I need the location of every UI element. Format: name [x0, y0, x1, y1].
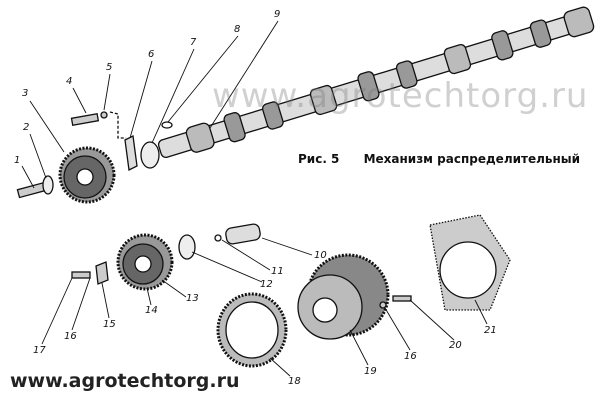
part-label: 12: [260, 279, 273, 290]
thrust-washer: [140, 141, 160, 169]
part-label: 16: [64, 331, 77, 342]
lock-plate: [95, 261, 109, 285]
thrust-washer: [178, 234, 196, 260]
footer-url: www.agrotechtorg.ru: [10, 370, 240, 392]
ring-gear: [216, 292, 288, 368]
camshaft: [157, 6, 595, 159]
part-label: 2: [23, 122, 30, 133]
part-label: 15: [103, 319, 116, 330]
camshaft-gear: [58, 146, 116, 204]
part-label: 13: [186, 293, 199, 304]
gear-axle: [225, 223, 261, 245]
part-label: 8: [234, 24, 241, 35]
part-label: 20: [449, 340, 462, 351]
part-label: 16: [404, 351, 417, 362]
part-label: 5: [106, 62, 113, 73]
part-label: 9: [274, 9, 281, 20]
washer: [100, 111, 108, 119]
part-label: 21: [484, 325, 497, 336]
hub-gear: [297, 253, 390, 340]
bolt: [392, 295, 412, 302]
washer: [379, 301, 387, 309]
figure-title: Механизм распределительный: [363, 152, 581, 166]
key: [161, 121, 173, 129]
part-label: 10: [314, 250, 327, 261]
watermark: www.agrotechtorg.ru: [212, 76, 589, 116]
pin: [214, 234, 222, 242]
assembly-dashed-line: [109, 111, 126, 139]
part-label: 11: [271, 266, 284, 277]
part-label: 17: [33, 345, 46, 356]
part-label: 14: [145, 305, 158, 316]
figure-number: Рис. 5: [298, 152, 340, 166]
intermediate-gear: [116, 233, 174, 291]
leader-lines: [21, 20, 488, 377]
part-label: 4: [66, 76, 73, 87]
gasket-opening: [439, 241, 497, 299]
part-label: 19: [364, 366, 377, 377]
part-label: 6: [148, 49, 155, 60]
bolt: [71, 271, 91, 279]
part-label: 1: [14, 155, 21, 166]
part-label: 7: [190, 37, 197, 48]
part-label: 3: [22, 88, 29, 99]
part-label: 18: [288, 376, 301, 387]
washer: [42, 175, 54, 195]
thrust-flange: [124, 135, 138, 171]
figure-caption: Рис. 5 Механизм распределительный: [298, 152, 580, 166]
bolt: [70, 113, 100, 126]
